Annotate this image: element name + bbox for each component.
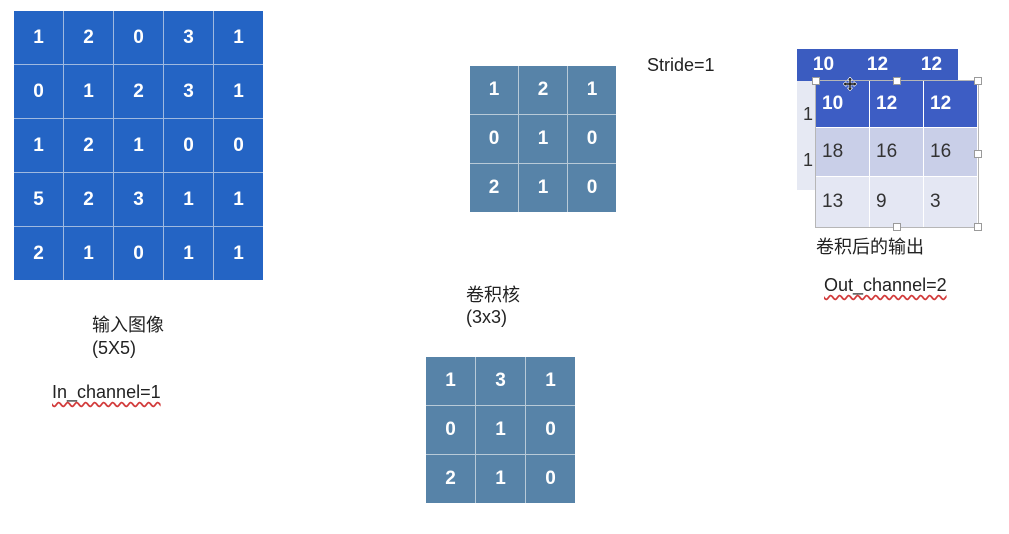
input-matrix-cell: 0: [114, 11, 163, 64]
input-matrix-cell: 1: [114, 119, 163, 172]
kernel2-cell: 2: [426, 455, 475, 503]
resize-handle-top-mid[interactable]: [893, 77, 901, 85]
output-back-peek-cell: 1: [803, 104, 814, 124]
kernel1-cell: 2: [519, 66, 567, 114]
output-front-cell: 3: [924, 177, 977, 227]
kernel1-cell: 0: [568, 115, 616, 163]
input-matrix-cell: 5: [14, 173, 63, 226]
move-cursor-icon: [843, 77, 857, 91]
input-matrix-cell: 2: [64, 119, 113, 172]
kernel-size: (3x3): [466, 307, 508, 327]
kernel1-cell: 0: [568, 164, 616, 212]
kernel1-cell: 2: [470, 164, 518, 212]
kernel2-cell: 1: [476, 455, 525, 503]
kernel2-cell: 3: [476, 357, 525, 405]
input-matrix-cell: 1: [64, 65, 113, 118]
resize-handle-top-left[interactable]: [812, 77, 820, 85]
output-front-cell: 12: [924, 81, 977, 127]
output-front-cell: 18: [816, 128, 869, 176]
resize-handle-mid-right[interactable]: [974, 150, 982, 158]
resize-handle-bottom-right[interactable]: [974, 223, 982, 231]
input-matrix-cell: 2: [14, 227, 63, 280]
resize-handle-bottom-mid[interactable]: [893, 223, 901, 231]
output-label: 卷积后的输出: [816, 237, 924, 257]
input-matrix-cell: 3: [164, 11, 213, 64]
input-matrix-cell: 2: [64, 173, 113, 226]
stride-label: Stride=1: [647, 55, 715, 75]
input-matrix-cell: 1: [214, 11, 263, 64]
input-image-label: 输入图像: [92, 315, 164, 335]
input-image-size: (5X5): [92, 338, 137, 358]
output-back-header-row: 10 12 12: [797, 49, 958, 81]
kernel-label: 卷积核: [466, 285, 520, 305]
kernel1-cell: 1: [568, 66, 616, 114]
input-matrix-cell: 1: [64, 227, 113, 280]
kernel2-cell: 1: [476, 406, 525, 454]
output-front-cell: 9: [870, 177, 923, 227]
input-matrix-cell: 3: [164, 65, 213, 118]
kernel2-cell: 0: [526, 406, 575, 454]
out-channel-label: Out_channel=2: [824, 275, 947, 295]
input-matrix-cell: 2: [64, 11, 113, 64]
output-front-cell: 13: [816, 177, 869, 227]
output-front-cell: 16: [924, 128, 977, 176]
in-channel-label: In_channel=1: [52, 382, 161, 402]
output-back-cell: 12: [851, 49, 904, 81]
resize-handle-top-right[interactable]: [974, 77, 982, 85]
kernel2-cell: 1: [426, 357, 475, 405]
input-matrix-cell: 1: [14, 119, 63, 172]
kernel2-cell: 0: [526, 455, 575, 503]
input-matrix-cell: 1: [214, 173, 263, 226]
output-back-cell: 10: [797, 49, 850, 81]
input-matrix-cell: 1: [214, 227, 263, 280]
kernel2-cell: 1: [526, 357, 575, 405]
input-matrix-cell: 1: [164, 173, 213, 226]
kernel2-cell: 0: [426, 406, 475, 454]
output-back-peek-cell: 1: [803, 150, 814, 170]
kernel1-cell: 1: [519, 115, 567, 163]
kernel1-cell: 0: [470, 115, 518, 163]
kernel1-cell: 1: [519, 164, 567, 212]
output-front-cell: 12: [870, 81, 923, 127]
output-back-cell: 12: [905, 49, 958, 81]
input-matrix-cell: 0: [114, 227, 163, 280]
input-matrix-cell: 2: [114, 65, 163, 118]
input-matrix-cell: 0: [14, 65, 63, 118]
output-front-cell: 10: [816, 81, 869, 127]
input-matrix-cell: 3: [114, 173, 163, 226]
input-matrix-cell: 0: [164, 119, 213, 172]
input-matrix-cell: 1: [164, 227, 213, 280]
input-matrix-cell: 1: [14, 11, 63, 64]
kernel1-cell: 1: [470, 66, 518, 114]
output-front-cell: 16: [870, 128, 923, 176]
input-matrix-cell: 1: [214, 65, 263, 118]
input-matrix-cell: 0: [214, 119, 263, 172]
